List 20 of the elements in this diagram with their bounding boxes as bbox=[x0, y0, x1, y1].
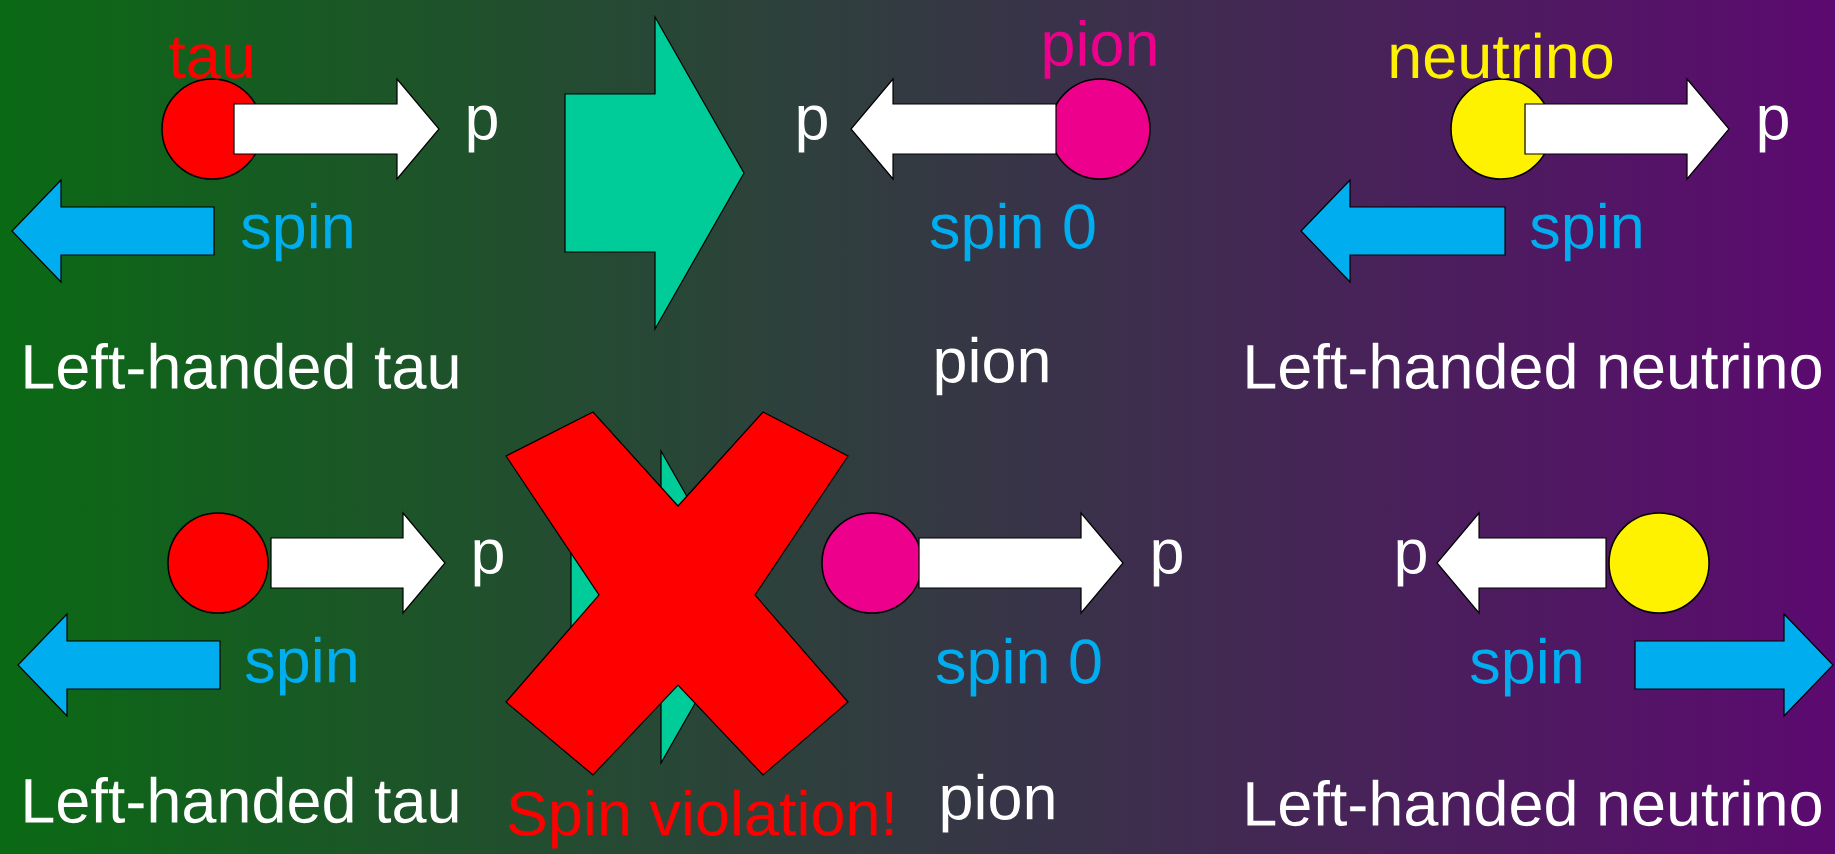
label: Spin violation! bbox=[508, 789, 893, 849]
label: p bbox=[798, 105, 827, 153]
label: p bbox=[474, 539, 503, 587]
node-label: Left-handed neutrino bbox=[1247, 342, 1821, 390]
node-label: Left-handed tau bbox=[25, 342, 458, 390]
label: p bbox=[1153, 539, 1182, 587]
node-label: Left-handed neutrino bbox=[1247, 779, 1821, 827]
node-label: pion bbox=[1044, 19, 1156, 79]
node-label: Left-handed tau bbox=[25, 776, 458, 824]
label: p bbox=[468, 105, 497, 153]
node-label: tau bbox=[169, 37, 252, 79]
particle-circle bbox=[1608, 512, 1710, 614]
node-label: neutrino bbox=[1391, 32, 1613, 79]
label: p bbox=[1759, 105, 1788, 153]
label: p bbox=[1397, 539, 1426, 587]
label: spin bbox=[1531, 202, 1641, 262]
node-label: pion bbox=[936, 336, 1048, 396]
particle-circle bbox=[167, 512, 269, 614]
node-label: pion bbox=[942, 773, 1054, 833]
label: spin 0 bbox=[930, 202, 1095, 262]
